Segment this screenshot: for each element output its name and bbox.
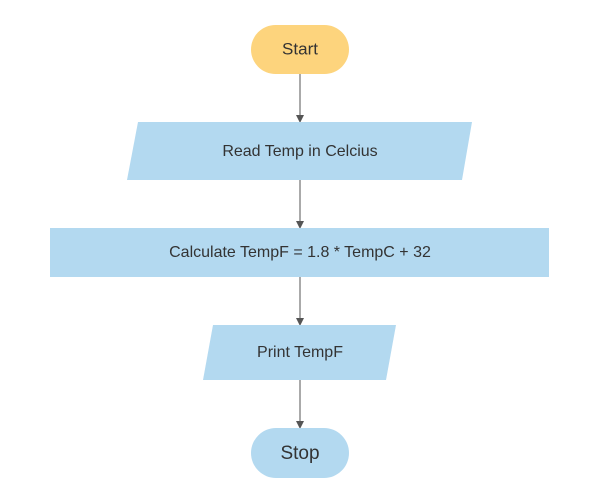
stop-label: Stop <box>280 443 319 464</box>
start-label: Start <box>282 39 318 58</box>
input-node: Read Temp in Celcius <box>127 122 472 180</box>
start-terminator-shape <box>251 25 349 74</box>
process-rectangle-shape <box>50 228 549 277</box>
input-parallelogram-shape <box>127 122 472 180</box>
process-label: Calculate TempF = 1.8 * TempC + 32 <box>169 244 431 261</box>
stop-node: Stop <box>251 428 349 478</box>
output-parallelogram-shape <box>203 325 396 380</box>
start-node: Start <box>251 25 349 74</box>
output-label: Print TempF <box>257 344 343 361</box>
stop-terminator-shape <box>251 428 349 478</box>
process-node: Calculate TempF = 1.8 * TempC + 32 <box>50 228 549 277</box>
output-node: Print TempF <box>203 325 396 380</box>
input-label: Read Temp in Celcius <box>222 143 377 160</box>
